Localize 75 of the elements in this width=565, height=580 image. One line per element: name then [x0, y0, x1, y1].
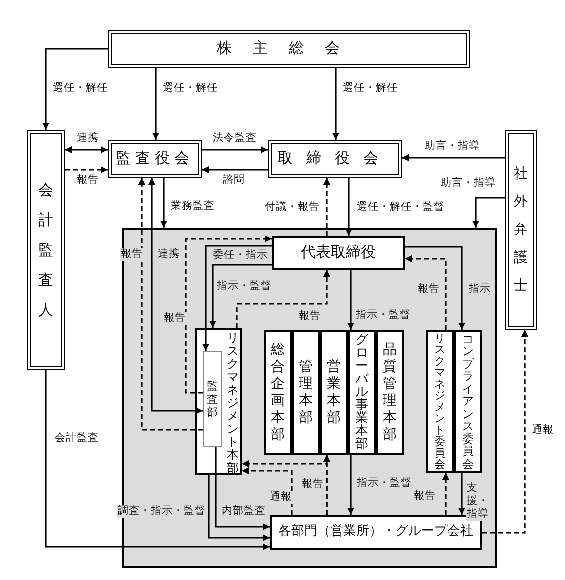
division-box: グローバル事業本部	[348, 330, 376, 455]
arrow	[210, 264, 272, 328]
edge-label: 業務監査	[170, 200, 216, 213]
arrow	[348, 270, 354, 330]
edge-label: 委任・指示	[212, 249, 269, 262]
arrow	[346, 178, 352, 236]
division-box: 総合企画本部	[264, 330, 292, 455]
edge-label: 調査・指示・監督	[117, 505, 207, 518]
edge-label: 報告	[120, 248, 144, 261]
edge-label: 付議・報告	[264, 201, 321, 214]
arrow	[202, 146, 268, 154]
division-box: 管理本部	[292, 330, 320, 455]
arrow	[348, 455, 354, 515]
edge-label: 指示・監督	[355, 309, 412, 322]
division-box: 営業本部	[320, 330, 348, 455]
arrow	[148, 178, 203, 414]
arrow	[402, 154, 505, 162]
dashed-arrow	[138, 178, 203, 431]
edge-label: 助言・指導	[440, 177, 497, 190]
arrow	[215, 447, 270, 530]
edge-label: 法令監査	[212, 132, 258, 145]
assembly-box: 株主総会	[108, 30, 470, 68]
division-box: 品質管理本部	[376, 330, 404, 455]
arrow	[160, 178, 168, 228]
board-box: 取締役会	[268, 140, 402, 178]
lawyer-box: 社外弁護士	[505, 130, 537, 330]
edge-label: 報告	[301, 478, 325, 491]
committee-box: コンプライアンス委員会	[454, 330, 482, 473]
arrow	[45, 370, 270, 550]
edge-label: 報告	[76, 174, 100, 187]
edge-label: 報告	[298, 310, 322, 323]
edge-label: 指示	[468, 283, 492, 296]
edge-label: 選任・解任	[52, 82, 109, 95]
arrow	[202, 166, 268, 174]
dashed-arrow	[442, 473, 450, 515]
edge-label: 報告	[163, 312, 187, 325]
edge-label: 指示・監督	[356, 477, 413, 490]
dashed-arrow	[236, 270, 330, 328]
arrow	[472, 197, 505, 228]
edge-label: 会計監査	[54, 432, 100, 445]
arrow	[208, 475, 270, 542]
edge-label: 選任・解任・監督	[356, 201, 446, 214]
edge-label: 選任・解任	[162, 82, 219, 95]
arrow	[42, 48, 108, 130]
edge-label: 内部監査	[221, 505, 267, 518]
dashed-arrow	[242, 460, 328, 515]
edge-label: 報告	[413, 490, 437, 503]
dashed-arrow	[324, 178, 330, 236]
dashed-arrow	[242, 468, 293, 515]
arrow	[65, 146, 108, 154]
edge-label: 選任・解任	[342, 82, 399, 95]
dashed-arrow	[405, 256, 447, 330]
arrow	[332, 68, 340, 140]
dashed-arrow	[65, 166, 108, 174]
arrow	[202, 245, 272, 351]
committee-box: リスクマネジメント委員会	[426, 330, 454, 473]
edge-label: 連携	[76, 132, 100, 145]
edge-label: 通報	[269, 491, 293, 504]
edge-label: 助言・指導	[424, 140, 481, 153]
edge-label: 報告	[417, 283, 441, 296]
edge-label: 連携	[157, 248, 181, 261]
board-box: 監査役会	[108, 140, 202, 178]
representative-box: 代表取締役	[272, 236, 405, 270]
dashed-arrow	[185, 236, 272, 394]
auditor-box: 会計監査人	[27, 130, 65, 370]
edge-label: 指示・監督	[216, 280, 273, 293]
dashed-arrow	[482, 330, 528, 534]
division-box	[195, 328, 242, 475]
edge-label: 諮問	[222, 174, 246, 187]
arrow	[458, 473, 466, 515]
arrow	[152, 68, 160, 140]
edge-label: 通報	[531, 424, 555, 437]
arrow	[405, 246, 466, 330]
division-label: リスクマネジメント本部	[227, 332, 239, 475]
department-box: 監査部	[203, 351, 222, 447]
